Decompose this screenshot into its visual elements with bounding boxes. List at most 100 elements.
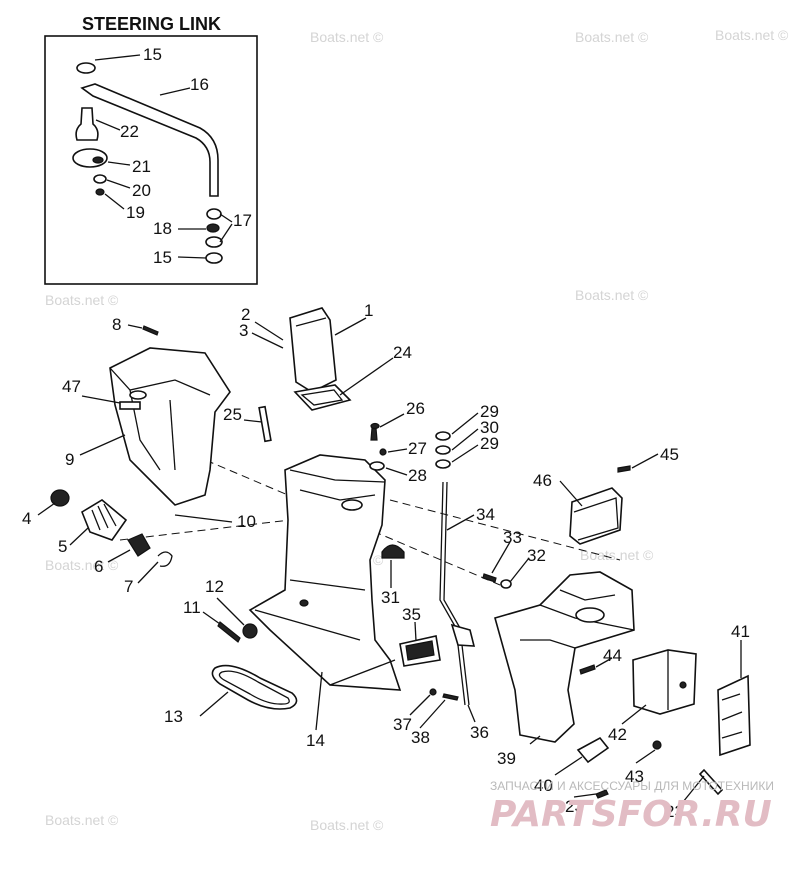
washer-27: [379, 448, 387, 456]
callout-37: 37: [393, 715, 412, 734]
callout-13: 13: [164, 707, 183, 726]
seal-13: [211, 664, 298, 710]
callout-42: 42: [608, 725, 627, 744]
coupler-36: [450, 623, 476, 647]
callout-28: 28: [408, 466, 427, 485]
ball-stud: [75, 107, 99, 141]
callout-15: 15: [153, 248, 172, 267]
watermark: Boats.net ©: [45, 557, 119, 573]
callout-16: 16: [190, 75, 209, 94]
cap-31: [381, 544, 405, 559]
callout-44: 44: [603, 646, 622, 665]
cover-vent: [129, 390, 147, 400]
washer-28: [369, 461, 385, 471]
callout-8: 8: [112, 315, 121, 334]
callout-3: 3: [239, 321, 248, 340]
housing-hole: [299, 599, 309, 607]
nut-43: [652, 740, 662, 750]
callout-18: 18: [153, 219, 172, 238]
bracket-insert: [405, 640, 435, 661]
callout-10: 10: [237, 512, 256, 531]
grommet-4: [50, 489, 70, 507]
skeg-guard-42: [632, 649, 697, 715]
shop-subtitle: ЗАПЧАСТИ И АКСЕССУАРЫ ДЛЯ МОТОТЕХНИКИ: [490, 779, 774, 793]
callout-27: 27: [408, 439, 427, 458]
callout-23: 23: [565, 797, 584, 816]
washer-29b: [435, 459, 451, 469]
callout-26: 26: [406, 399, 425, 418]
pin-23b: [698, 768, 724, 796]
screw-26: [370, 427, 378, 441]
callout-21: 21: [132, 157, 151, 176]
callout-14: 14: [306, 731, 325, 750]
cover-tab: [119, 401, 141, 410]
washer-12: [242, 623, 258, 639]
watermark: Boats.net ©: [45, 812, 119, 828]
callout-5: 5: [58, 537, 67, 556]
callout-11: 11: [183, 598, 201, 617]
callout-43: 43: [625, 767, 644, 786]
callout-45: 45: [660, 445, 679, 464]
washer-32: [500, 579, 512, 589]
callout-24: 24: [393, 343, 412, 362]
housing-boss: [341, 499, 363, 511]
drive-shaft-housing: [248, 454, 402, 691]
callout-34: 34: [476, 505, 495, 524]
screw-33: [482, 573, 497, 583]
callout-17: 17: [233, 211, 252, 230]
clip-40: [576, 736, 610, 764]
callout-1: 1: [364, 301, 373, 320]
nut-bottom: [205, 252, 223, 264]
front-cover: [109, 347, 231, 506]
nut-37: [429, 688, 437, 696]
shift-rod-34: [439, 481, 466, 706]
watermark: Boats.net ©: [715, 27, 789, 43]
watermark: Boats.net ©: [310, 817, 384, 833]
inset-frame: [44, 35, 258, 285]
callout-15: 15: [143, 45, 162, 64]
plate-hole: [92, 156, 104, 164]
watermark: Boats.net ©: [310, 29, 384, 45]
callout-23: 23: [665, 802, 684, 821]
callout-32: 32: [527, 546, 546, 565]
clip-7: [157, 551, 173, 567]
callout-12: 12: [205, 577, 224, 596]
callout-30: 30: [480, 418, 499, 437]
steering-link-inset: STEERING LINK 15 16 22 21 20 19: [44, 14, 258, 285]
pin-25: [258, 405, 272, 443]
watermark: Boats.net ©: [575, 287, 649, 303]
washer-29a: [435, 431, 451, 441]
callout-6: 6: [94, 557, 103, 576]
spring-6: [127, 533, 151, 557]
bushing-upper: [206, 208, 222, 220]
watermark: Boats.net ©: [45, 292, 119, 308]
callout-25: 25: [223, 405, 242, 424]
callout-38: 38: [411, 728, 430, 747]
inset-title: STEERING LINK: [82, 14, 221, 34]
callout-9: 9: [65, 450, 74, 469]
cover-46: [569, 487, 623, 545]
watermark: Boats.net ©: [580, 547, 654, 563]
callout-4: 4: [22, 509, 31, 528]
callout-29: 29: [480, 402, 499, 421]
screw-38: [442, 693, 459, 701]
steering-link-rod: [80, 83, 219, 197]
watermark: Boats.net ©: [575, 29, 649, 45]
washer-30: [435, 445, 451, 455]
callout-36: 36: [470, 723, 489, 742]
callout-20: 20: [132, 181, 151, 200]
screw: [95, 188, 105, 196]
callout-2: 2: [241, 305, 250, 324]
callout-47: 47: [62, 377, 81, 396]
screw-8: [142, 325, 159, 336]
callout-31: 31: [381, 588, 400, 607]
callout-29: 29: [480, 434, 499, 453]
callout-40: 40: [534, 776, 553, 795]
callout-35: 35: [402, 605, 421, 624]
callout-46: 46: [533, 471, 552, 490]
washer: [93, 174, 107, 184]
pin-23a: [595, 789, 609, 799]
screw-45: [617, 465, 631, 473]
exhaust-gasket: [293, 384, 352, 411]
